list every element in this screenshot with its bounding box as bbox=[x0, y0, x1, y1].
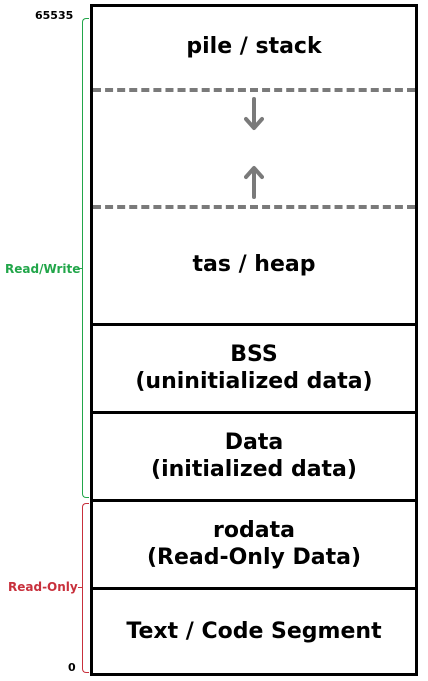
heap-boundary-dashed-line bbox=[93, 205, 415, 209]
read-write-bracket-tick bbox=[78, 268, 83, 269]
memory-column: pile / stack tas / heap BSS (uninitializ… bbox=[90, 4, 418, 676]
data-subtitle: (initialized data) bbox=[151, 457, 357, 482]
separator-data-rodata bbox=[93, 499, 415, 502]
separator-rodata-text bbox=[93, 587, 415, 590]
heap-label: tas / heap bbox=[192, 252, 316, 278]
address-bottom-label: 0 bbox=[68, 661, 76, 674]
data-segment: Data (initialized data) bbox=[93, 414, 415, 498]
text-segment: Text / Code Segment bbox=[93, 590, 415, 673]
bss-segment: BSS (uninitialized data) bbox=[93, 326, 415, 410]
stack-boundary-dashed-line bbox=[93, 88, 415, 92]
bss-subtitle: (uninitialized data) bbox=[135, 369, 373, 394]
text-segment-label: Text / Code Segment bbox=[126, 618, 382, 644]
read-write-bracket bbox=[82, 18, 89, 498]
separator-bss-data bbox=[93, 411, 415, 414]
heap-segment: tas / heap bbox=[93, 211, 415, 319]
data-title: Data bbox=[224, 429, 284, 455]
arrow-down-icon bbox=[244, 97, 264, 130]
read-write-label: Read/Write bbox=[5, 262, 81, 276]
read-only-label: Read-Only bbox=[8, 580, 78, 594]
bss-title: BSS bbox=[230, 341, 278, 367]
stack-label: pile / stack bbox=[186, 34, 322, 60]
read-only-bracket bbox=[82, 503, 89, 673]
rodata-subtitle: (Read-Only Data) bbox=[146, 545, 362, 570]
stack-segment: pile / stack bbox=[93, 7, 415, 87]
arrow-up-icon bbox=[244, 166, 264, 199]
separator-heap-bss bbox=[93, 323, 415, 326]
address-top-label: 65535 bbox=[35, 9, 74, 22]
rodata-title: rodata bbox=[213, 517, 295, 543]
read-only-bracket-tick bbox=[78, 587, 83, 588]
rodata-segment: rodata (Read-Only Data) bbox=[93, 502, 415, 586]
